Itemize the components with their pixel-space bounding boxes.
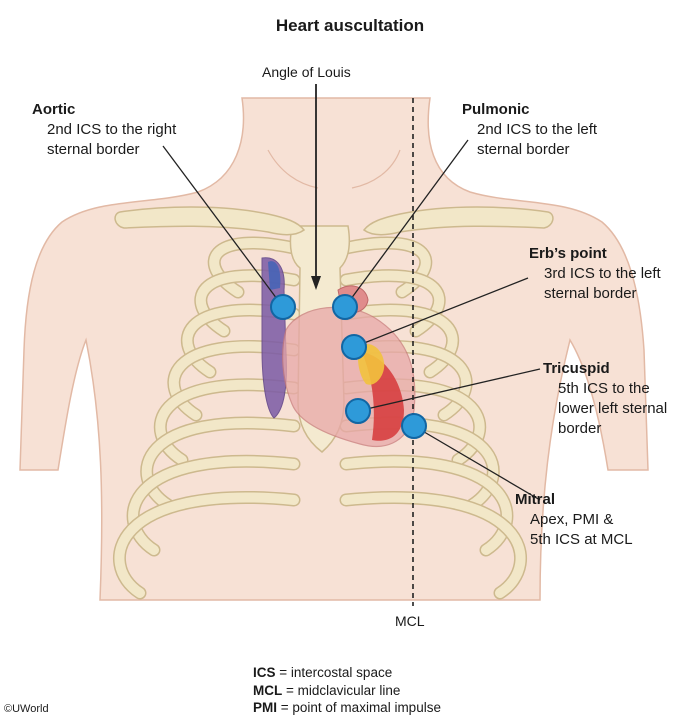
aortic-marker xyxy=(270,294,296,320)
site-desc: 2nd ICS to the left xyxy=(477,121,598,138)
legend-abbr: ICS xyxy=(253,665,276,680)
rib xyxy=(114,492,299,598)
site-desc: 5th ICS to the xyxy=(558,380,650,397)
site-desc: Apex, PMI & xyxy=(530,511,614,528)
mitral-label: Mitral Apex, PMI & 5th ICS at MCL xyxy=(515,490,633,550)
copyright: ©UWorld xyxy=(4,703,49,715)
pulmonic-label: Pulmonic 2nd ICS to the left sternal bor… xyxy=(462,100,597,160)
rib xyxy=(141,418,299,510)
site-name: Erb’s point xyxy=(529,245,607,262)
site-name: Pulmonic xyxy=(462,101,530,118)
aorta xyxy=(268,261,281,290)
aortic-label: Aortic 2nd ICS to the right sternal bord… xyxy=(32,100,176,160)
diagram-title: Heart auscultation xyxy=(275,16,425,35)
legend-item: ICS = intercostal space xyxy=(253,664,441,682)
rib xyxy=(341,456,512,555)
tricuspid-marker xyxy=(345,398,371,424)
legend-abbr: PMI xyxy=(253,700,278,715)
mcl-label: MCL xyxy=(395,613,425,629)
legend-text: = point of maximal impulse xyxy=(277,700,441,715)
tricuspid-leader xyxy=(357,368,541,412)
neck-shading xyxy=(267,149,401,189)
erbs-point-label: Erb’s point 3rd ICS to the left sternal … xyxy=(529,244,661,304)
erbs-point-marker xyxy=(341,334,367,360)
site-name: Aortic xyxy=(32,101,76,118)
site-desc: 5th ICS at MCL xyxy=(530,531,633,548)
angle-of-louis-label: Angle of Louis xyxy=(262,64,351,80)
aortic-leader xyxy=(162,145,284,308)
site-desc: sternal border xyxy=(477,141,570,158)
site-name: Mitral xyxy=(515,491,556,508)
site-desc: lower left sternal xyxy=(558,400,668,417)
leader-lines xyxy=(162,139,541,501)
legend-abbr: MCL xyxy=(253,682,283,698)
auscultation-markers xyxy=(270,294,427,439)
site-name: Tricuspid xyxy=(543,360,610,377)
site-desc: sternal border xyxy=(544,285,637,302)
site-desc: 3rd ICS to the left xyxy=(544,265,661,282)
site-desc: 2nd ICS to the right xyxy=(47,121,177,138)
legend-text: = intercostal space xyxy=(275,665,393,680)
legend-item: PMI = point of maximal impulse xyxy=(253,699,441,717)
abbreviation-legend: ICS = intercostal space MCL = midclavicu… xyxy=(253,664,441,717)
legend-text: = midclavicular line xyxy=(282,682,401,698)
site-desc: sternal border xyxy=(47,141,140,158)
rib xyxy=(128,456,299,555)
tricuspid-label: Tricuspid 5th ICS to the lower left ster… xyxy=(543,359,667,439)
left-clavicle xyxy=(362,206,554,236)
angle-of-louis-arrowhead xyxy=(311,276,321,290)
erbs-leader xyxy=(353,277,529,348)
pulmonic-marker xyxy=(332,294,358,320)
rib xyxy=(341,492,526,598)
right-clavicle xyxy=(114,206,306,236)
rib xyxy=(155,379,299,465)
pulmonic-leader xyxy=(344,139,469,308)
legend-item: MCL = midclavicular line xyxy=(253,682,441,700)
mitral-marker xyxy=(401,413,427,439)
site-desc: border xyxy=(558,420,602,437)
mitral-leader xyxy=(413,425,541,501)
